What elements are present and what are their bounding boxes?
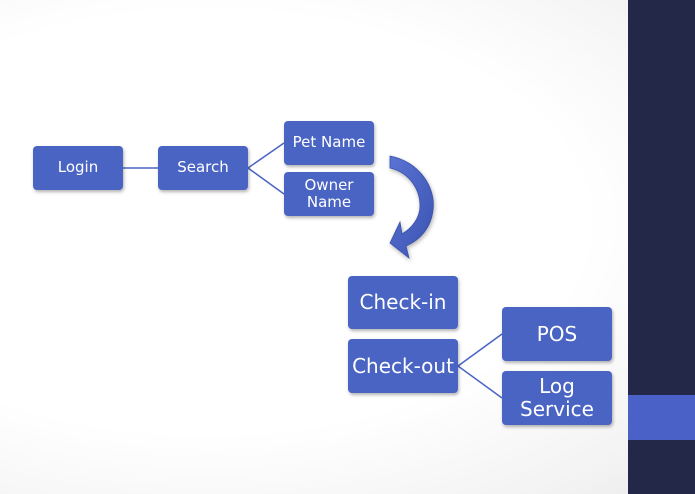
search-label: Search — [177, 158, 229, 177]
login-node: Login — [33, 146, 123, 190]
check-in-label: Check-in — [359, 290, 447, 314]
edge-search-petname — [247, 142, 285, 169]
slide-canvas: Login Search Pet Name Owner Name Check-i… — [33, 121, 612, 425]
pos-node: POS — [502, 307, 612, 361]
check-out-label: Check-out — [352, 353, 454, 378]
edge-checkout-pos — [457, 333, 503, 367]
login-label: Login — [57, 158, 99, 177]
log-service-label: Log Service — [520, 374, 594, 421]
owner-name-node: Owner Name — [284, 172, 374, 216]
edge-search-ownername — [247, 167, 285, 195]
check-in-node: Check-in — [348, 276, 458, 329]
pos-label: POS — [536, 321, 578, 346]
curved-arrow — [389, 155, 434, 260]
connector-lines — [123, 142, 503, 399]
owner-name-label: Owner Name — [304, 175, 354, 211]
sidebar-accent-block — [628, 395, 695, 440]
pet-name-label: Pet Name — [292, 133, 366, 152]
search-node: Search — [158, 146, 248, 190]
check-out-node: Check-out — [348, 339, 458, 393]
log-service-node: Log Service — [502, 371, 612, 425]
pet-name-node: Pet Name — [284, 121, 374, 165]
edge-checkout-logservice — [457, 365, 503, 399]
